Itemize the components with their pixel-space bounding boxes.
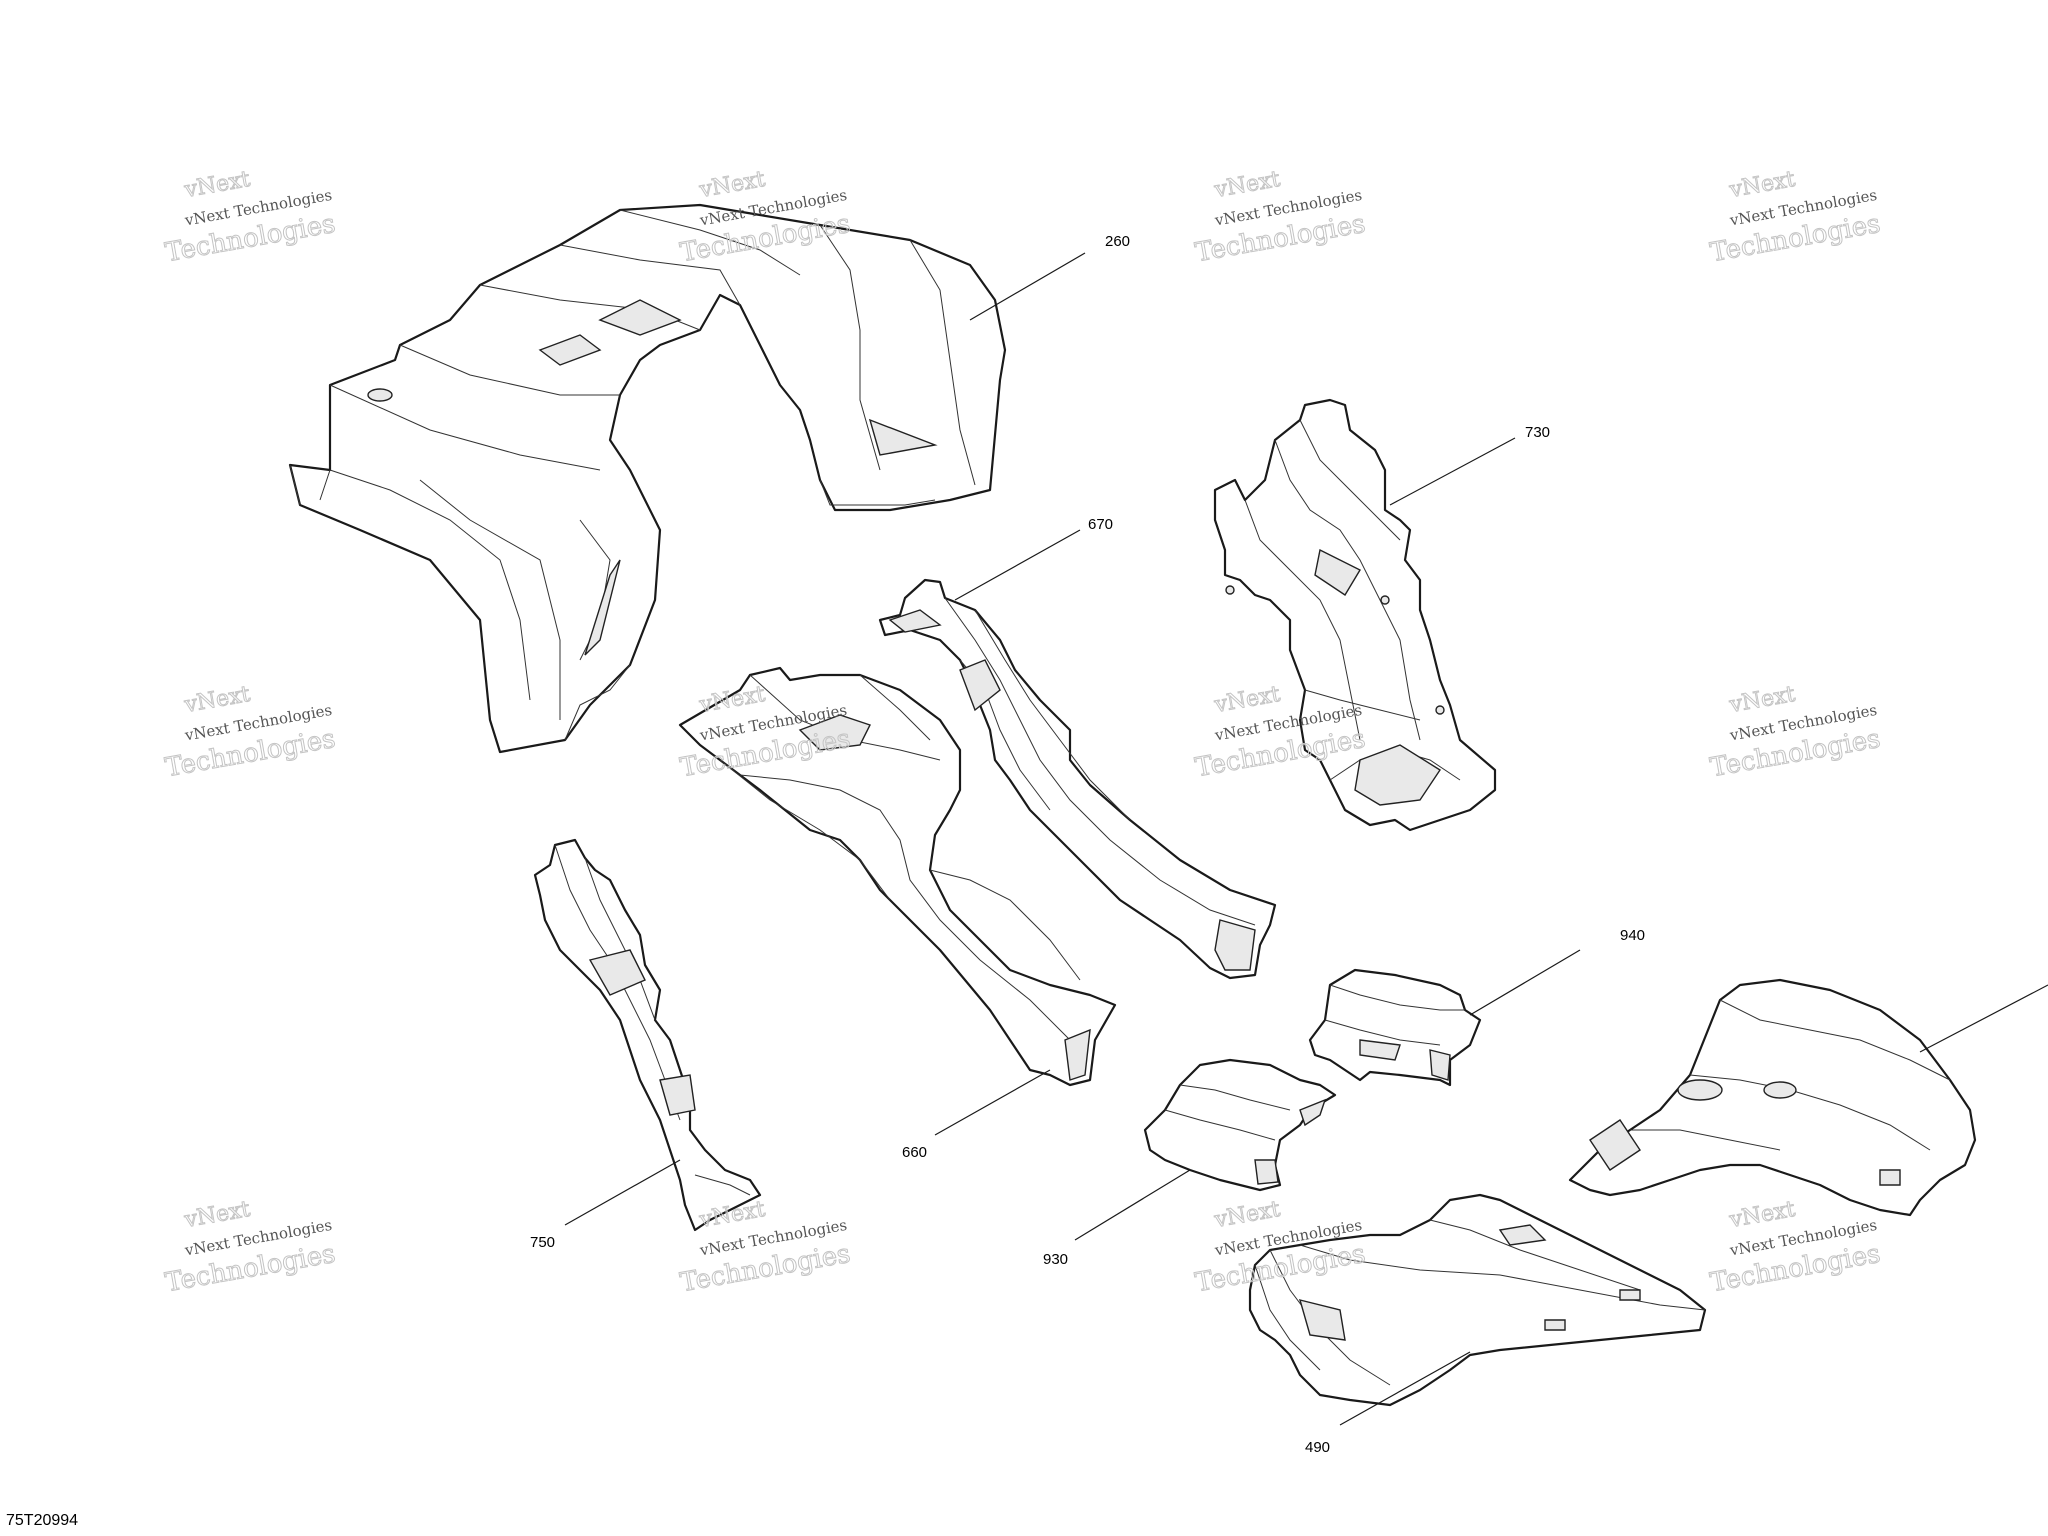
callout-260: 260 (1105, 233, 1130, 250)
part-490-lower-fender (1248, 1193, 1707, 1407)
part-660-side-panel (678, 666, 1117, 1087)
svg-text:vNext: vNext (1212, 1197, 1282, 1233)
callout-670: 670 (1088, 516, 1113, 533)
watermark: vNext vNext Technologies Technologies (1707, 681, 1883, 783)
part-260-front-fender (288, 203, 1007, 754)
leader-750 (564, 1159, 681, 1226)
callout-750: 750 (530, 1234, 555, 1251)
callout-730: 730 (1525, 424, 1550, 441)
callout-labels: 260 730 670 660 750 940 930 490 (530, 233, 1645, 1456)
leader-730 (1389, 437, 1516, 506)
part-670-center-rail (878, 578, 1277, 980)
callout-490: 490 (1305, 1439, 1330, 1456)
part-750-bracket (533, 838, 762, 1232)
svg-text:vNext: vNext (1727, 682, 1797, 718)
leader-lines (564, 252, 2048, 1426)
part-730-inner-panel (1213, 398, 1497, 832)
callout-660: 660 (902, 1144, 927, 1161)
svg-text:vNext: vNext (697, 167, 767, 203)
watermark: vNext vNext Technologies Technologies (162, 681, 338, 783)
leader-260 (969, 252, 1086, 321)
svg-text:vNext: vNext (1212, 167, 1282, 203)
svg-text:vNext: vNext (182, 167, 252, 203)
watermark: vNext vNext Technologies Technologies (1707, 166, 1883, 268)
callout-930: 930 (1043, 1251, 1068, 1268)
leader-670 (954, 529, 1081, 601)
watermark: vNext vNext Technologies Technologies (1192, 166, 1368, 268)
leader-rear-fender (1919, 984, 2048, 1053)
svg-text:vNext: vNext (182, 682, 252, 718)
part-rear-fender (1568, 978, 1977, 1217)
document-id: 75T20994 (6, 1512, 79, 1529)
svg-text:vNext: vNext (1727, 1197, 1797, 1233)
part-940-housing (1308, 968, 1482, 1087)
watermark: vNext vNext Technologies Technologies (162, 166, 338, 268)
callout-940: 940 (1620, 927, 1645, 944)
leader-940 (1469, 949, 1581, 1016)
leader-660 (934, 1069, 1051, 1136)
leader-930 (1074, 1169, 1191, 1241)
watermark: vNext vNext Technologies Technologies (162, 1196, 338, 1298)
svg-text:vNext: vNext (1212, 682, 1282, 718)
svg-text:vNext: vNext (1727, 167, 1797, 203)
svg-text:vNext: vNext (182, 1197, 252, 1233)
part-930-cover (1143, 1058, 1337, 1192)
leader-490 (1339, 1351, 1471, 1426)
